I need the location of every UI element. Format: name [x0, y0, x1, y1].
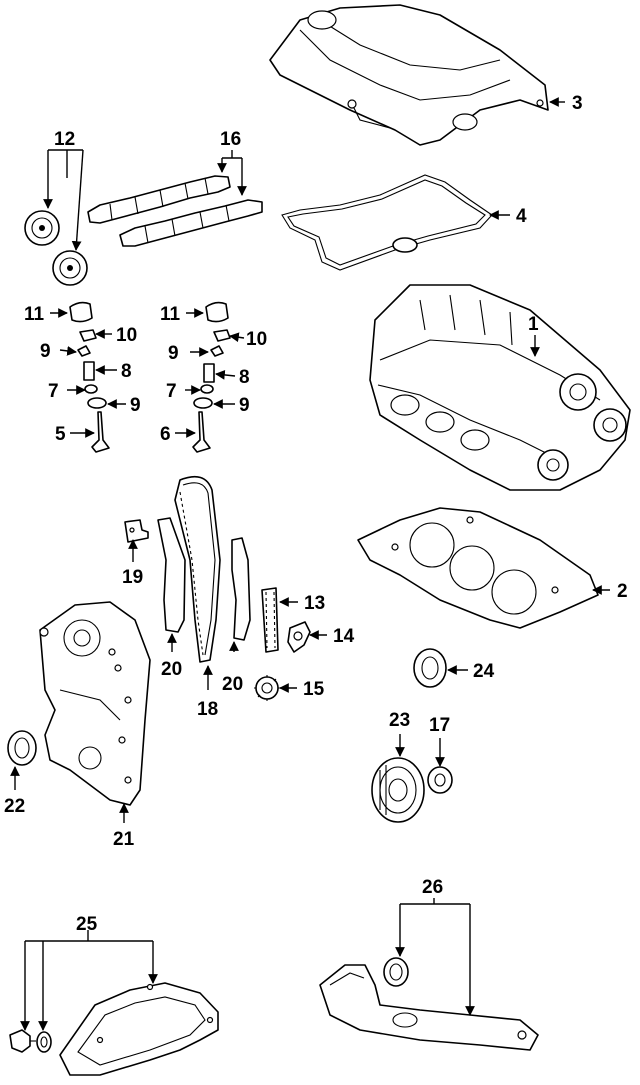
tensioner-part[interactable]: [287, 621, 311, 653]
callout-9-left-bottom: 9: [130, 395, 141, 416]
callout-19: 19: [122, 567, 143, 588]
valve-seal-part-right[interactable]: [200, 384, 214, 394]
callout-23: 23: [389, 710, 410, 731]
callout-1: 1: [528, 314, 539, 335]
cam-phaser-part[interactable]: [24, 210, 88, 286]
callout-labels: 3 4 1 2 12 16 11 11 10 10 9 9 8 8 7 7 9 …: [4, 93, 628, 935]
oil-pump-chain-part[interactable]: [261, 587, 279, 653]
lifter-part-right[interactable]: [205, 301, 229, 323]
callout-2: 2: [617, 581, 628, 602]
cylinder-head-part[interactable]: [369, 284, 631, 491]
callout-22: 22: [4, 796, 25, 817]
chain-guide-left-part[interactable]: [157, 517, 186, 633]
callout-18: 18: [197, 699, 218, 720]
intake-valve-part[interactable]: [91, 411, 110, 453]
retainer-part-left[interactable]: [77, 345, 91, 357]
valve-cover-part[interactable]: [269, 4, 549, 146]
callout-21: 21: [113, 829, 135, 850]
valvetrain-left-group: [69, 301, 110, 453]
oil-pan-part[interactable]: [59, 982, 219, 1076]
spring-seat-part-right[interactable]: [193, 397, 213, 409]
crank-pulley-part[interactable]: [371, 757, 425, 823]
callout-10-left: 10: [116, 325, 137, 346]
drain-washer-part[interactable]: [36, 1031, 52, 1053]
sensor-part[interactable]: [124, 519, 149, 543]
rear-seal-part[interactable]: [413, 648, 447, 688]
callout-8-left: 8: [121, 361, 132, 382]
oil-pickup-part[interactable]: [319, 964, 539, 1051]
callout-15: 15: [303, 679, 325, 700]
front-seal-part[interactable]: [7, 730, 37, 766]
callout-12: 12: [54, 129, 75, 150]
callout-25: 25: [76, 914, 98, 935]
callout-14: 14: [333, 626, 355, 647]
valve-spring-part-right[interactable]: [203, 363, 215, 383]
callout-9-left-top: 9: [40, 341, 51, 362]
valve-seal-part-left[interactable]: [84, 384, 98, 394]
callout-20-right: 20: [222, 674, 243, 695]
exhaust-valve-part[interactable]: [192, 411, 211, 453]
callout-7-right: 7: [166, 381, 177, 402]
valvetrain-right-group: [192, 301, 231, 453]
callout-11-left: 11: [24, 304, 45, 325]
callout-6: 6: [160, 424, 171, 445]
camshaft-part[interactable]: [87, 175, 263, 247]
callout-8-right: 8: [239, 367, 250, 388]
callout-26: 26: [422, 877, 443, 898]
callout-3: 3: [572, 93, 583, 114]
callout-7-left: 7: [48, 381, 59, 402]
valve-keeper-part-left[interactable]: [79, 329, 97, 342]
timing-chain-part[interactable]: [174, 475, 221, 663]
callout-24: 24: [473, 661, 495, 682]
callout-9-right-top: 9: [168, 343, 179, 364]
valve-spring-part-left[interactable]: [83, 361, 95, 381]
retainer-part-right[interactable]: [210, 345, 224, 357]
callout-5: 5: [55, 424, 66, 445]
chain-guide-right-part[interactable]: [231, 537, 251, 641]
crank-gear-part[interactable]: [427, 766, 453, 794]
timing-cover-part[interactable]: [39, 601, 151, 806]
callout-11-right: 11: [160, 304, 181, 325]
valve-keeper-part-right[interactable]: [213, 329, 231, 342]
valve-cover-gasket-part[interactable]: [281, 174, 493, 271]
callout-4: 4: [516, 206, 527, 227]
head-gasket-part[interactable]: [357, 507, 599, 629]
drain-plug-part[interactable]: [9, 1029, 36, 1053]
callout-9-right-bottom: 9: [239, 395, 250, 416]
spring-seat-part-left[interactable]: [87, 397, 107, 409]
callout-17: 17: [429, 715, 450, 736]
sprocket-part[interactable]: [254, 675, 280, 701]
callout-16: 16: [220, 129, 241, 150]
leader-lines: [10, 97, 610, 1031]
callout-10-right: 10: [246, 329, 267, 350]
lifter-part-left[interactable]: [69, 301, 93, 323]
pickup-o-ring-part[interactable]: [383, 957, 409, 987]
callout-13: 13: [304, 593, 325, 614]
callout-20-left: 20: [161, 659, 182, 680]
